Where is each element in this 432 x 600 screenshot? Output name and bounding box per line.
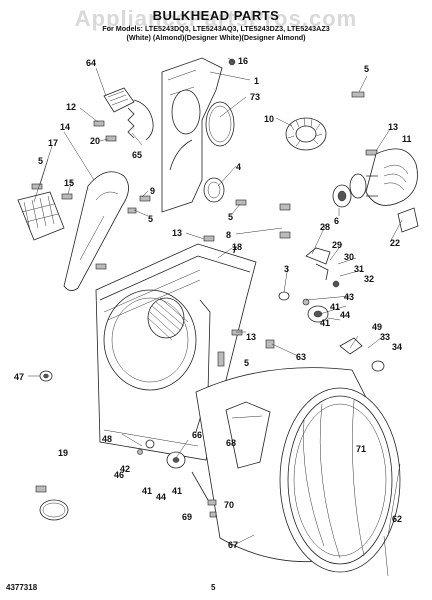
screw-5-top-right bbox=[351, 91, 365, 98]
drum-part bbox=[195, 367, 401, 573]
callout-label: 15 bbox=[64, 178, 74, 188]
callout-label: 33 bbox=[380, 332, 390, 342]
screws-left-group bbox=[31, 183, 151, 270]
callout-label: 73 bbox=[250, 92, 260, 102]
colors-line: (White) (Almond)(Designer White)(Designe… bbox=[126, 33, 306, 42]
callout-label: 5 bbox=[244, 358, 249, 368]
thermostat-assembly bbox=[305, 247, 340, 288]
drum-roller-parts bbox=[137, 439, 186, 469]
callout-label: 69 bbox=[182, 512, 192, 522]
callout-label: 12 bbox=[66, 102, 76, 112]
callout-label: 3 bbox=[284, 264, 289, 274]
blower-housing-part bbox=[161, 57, 223, 213]
callout-label: 17 bbox=[48, 138, 58, 148]
callout-label: 31 bbox=[354, 264, 364, 274]
callout-label: 14 bbox=[60, 122, 70, 132]
callout-label: 13 bbox=[388, 122, 398, 132]
callout-label: 46 bbox=[114, 470, 124, 480]
callout-label: 6 bbox=[334, 216, 339, 226]
wire-harness-19 bbox=[35, 485, 69, 521]
callout-label: 48 bbox=[102, 434, 112, 444]
callout-label: 66 bbox=[192, 430, 202, 440]
models-line: For Models: LTE5243DQ3, LTE5243AQ3, LTE5… bbox=[102, 24, 330, 33]
callout-label: 9 bbox=[150, 186, 155, 196]
callout-leaders bbox=[28, 57, 403, 577]
callout-label: 22 bbox=[390, 238, 400, 248]
callout-label: 47 bbox=[14, 372, 24, 382]
callout-label: 13 bbox=[246, 332, 256, 342]
callout-label: 19 bbox=[58, 448, 68, 458]
diagram-title: BULKHEAD PARTS bbox=[152, 8, 280, 23]
motor-part bbox=[349, 148, 418, 206]
screws-lower-center bbox=[231, 329, 275, 349]
callout-label: 5 bbox=[38, 156, 43, 166]
callout-label: 70 bbox=[224, 500, 234, 510]
callout-label: 7 bbox=[232, 245, 237, 255]
blower-wheel-part bbox=[285, 117, 327, 151]
callout-label: 29 bbox=[332, 240, 342, 250]
callout-label: 43 bbox=[344, 292, 354, 302]
callout-label: 11 bbox=[402, 134, 412, 144]
callout-label: 5 bbox=[364, 64, 369, 74]
roller-shaft-parts bbox=[191, 471, 217, 518]
page-number: 5 bbox=[211, 583, 216, 592]
callout-label: 44 bbox=[156, 492, 166, 502]
callout-label: 1 bbox=[254, 76, 259, 86]
screws-center-group bbox=[203, 199, 291, 242]
callout-label: 41 bbox=[330, 302, 340, 312]
gasket-ring-part bbox=[205, 101, 235, 147]
screw-16 bbox=[228, 58, 236, 66]
callout-label: 62 bbox=[392, 514, 402, 524]
callout-label: 20 bbox=[90, 136, 100, 146]
belt-idler-part bbox=[63, 171, 129, 291]
callout-label: 68 bbox=[226, 438, 236, 448]
callout-label: 63 bbox=[296, 352, 306, 362]
coil-cord-part bbox=[127, 107, 135, 139]
screw-13-right bbox=[365, 149, 378, 156]
roller-parts-right bbox=[278, 291, 329, 323]
wire-harness-part bbox=[103, 87, 154, 141]
callout-label: 44 bbox=[340, 310, 350, 320]
callout-label: 71 bbox=[356, 444, 366, 454]
callout-label: 64 bbox=[86, 58, 96, 68]
callout-label: 5 bbox=[228, 212, 233, 222]
callout-label: 41 bbox=[172, 486, 182, 496]
callout-label: 10 bbox=[264, 114, 274, 124]
idler-pulley-part bbox=[332, 184, 352, 208]
callout-label: 65 bbox=[132, 150, 142, 160]
callout-label: 8 bbox=[226, 230, 231, 240]
document-part-number: 4377318 bbox=[6, 583, 38, 592]
drive-belt-part bbox=[387, 463, 401, 537]
latch-parts-right bbox=[339, 337, 385, 372]
callout-label: 5 bbox=[148, 214, 153, 224]
callout-label: 16 bbox=[238, 56, 248, 66]
callout-label: 13 bbox=[172, 228, 182, 238]
seal-part bbox=[203, 177, 225, 203]
callout-label: 32 bbox=[364, 274, 374, 284]
callout-label: 28 bbox=[320, 222, 330, 232]
callout-labels: 64 16 1 73 5 12 10 20 65 4 13 11 14 17 5… bbox=[14, 56, 412, 550]
motor-bracket-part bbox=[397, 207, 419, 233]
callout-label: 30 bbox=[344, 252, 354, 262]
callout-label: 67 bbox=[228, 540, 238, 550]
callout-label: 41 bbox=[142, 486, 152, 496]
nut-47 bbox=[39, 370, 53, 382]
lint-screen-part bbox=[17, 191, 65, 241]
callout-label: 34 bbox=[392, 342, 402, 352]
callout-label: 42 bbox=[120, 464, 130, 474]
callout-label: 18 bbox=[232, 242, 242, 252]
small-screws bbox=[93, 120, 117, 142]
callout-label: 41 bbox=[320, 318, 330, 328]
callout-label: 49 bbox=[372, 322, 382, 332]
callout-label: 4 bbox=[236, 162, 241, 172]
